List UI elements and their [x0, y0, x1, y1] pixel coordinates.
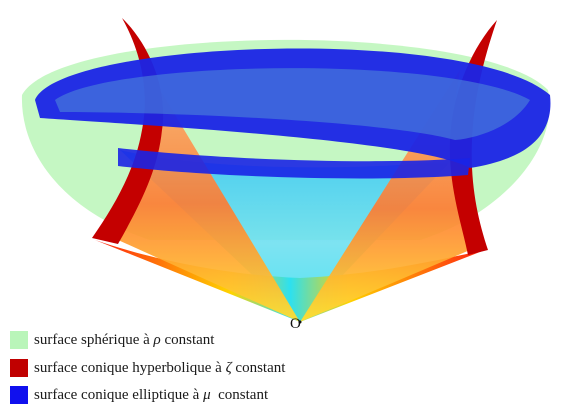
legend-label-elliptic: surface conique elliptique à μ constant [34, 386, 269, 403]
cone-bottom-fan [95, 240, 485, 322]
legend-item-sphere: surface sphérique à ρ constant [10, 330, 214, 350]
hyperbolic-strip-right [449, 20, 497, 255]
legend-swatch-hyperbolic [10, 359, 28, 377]
origin-label: O [290, 316, 301, 332]
legend-swatch-sphere [10, 331, 28, 349]
legend-label-sphere: surface sphérique à ρ constant [34, 331, 215, 348]
legend-label-hyperbolic: surface conique hyperbolique à ζ constan… [34, 359, 286, 376]
elliptic-cone-band-middle [118, 148, 470, 179]
legend-item-hyperbolic: surface conique hyperbolique à ζ constan… [10, 358, 285, 378]
origin-point [298, 320, 302, 324]
elliptic-cone-band-inner [55, 68, 530, 140]
legend-item-elliptic: surface conique elliptique à μ constant [10, 385, 268, 405]
legend-swatch-elliptic [10, 386, 28, 404]
